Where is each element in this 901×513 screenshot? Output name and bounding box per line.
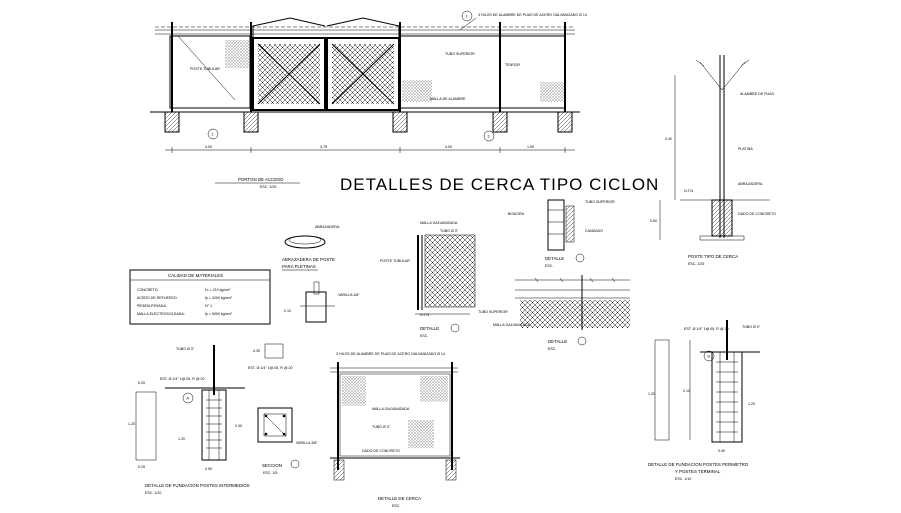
svg-text:fy = 5000 kg/cm²: fy = 5000 kg/cm² [205,312,232,316]
svg-text:ABRAZADERA: ABRAZADERA [315,225,340,229]
detalle-a-view: MALLA GALVANIZADA TUBO Ø 3" POSTE TUBULA… [380,221,476,338]
svg-text:TUBO Ø 3": TUBO Ø 3" [176,347,195,351]
svg-text:ABRAZADERA: ABRAZADERA [738,182,763,186]
svg-text:SECCION: SECCION [262,463,282,468]
detalle-b-view: BISAGRA TUBO SUPERIOR CANDADO DETALLE ES… [508,199,615,268]
svg-text:DETALLE: DETALLE [548,339,567,344]
svg-text:ESC. 1/10: ESC. 1/10 [145,491,161,495]
svg-text:POSTE TUBULAR: POSTE TUBULAR [190,67,220,71]
porton-title: PORTON DE ACCESO [238,177,284,182]
svg-text:CONCRETO:: CONCRETO: [137,288,159,292]
svg-text:POSTE TUBULAR: POSTE TUBULAR [380,259,410,263]
detalle-cerca-title: DETALLE DE CERCA [378,496,421,501]
svg-text:ESC.: ESC. [545,264,553,268]
svg-text:f'c = 210 kg/cm²: f'c = 210 kg/cm² [205,288,231,292]
svg-text:0.60: 0.60 [650,219,657,223]
svg-text:N.T.N.: N.T.N. [684,189,694,193]
svg-text:3 HILOS DE ALAMBRE DE PUAS DE: 3 HILOS DE ALAMBRE DE PUAS DE ACERO GALV… [478,13,587,17]
svg-text:TUBO SUPERIOR: TUBO SUPERIOR [478,310,508,314]
svg-text:PARA PLETINAS: PARA PLETINAS [282,264,316,269]
svg-text:N.T.N.: N.T.N. [420,313,430,317]
svg-text:MALLA GALVANIZADA: MALLA GALVANIZADA [420,221,458,225]
svg-text:3.00: 3.00 [445,145,452,149]
svg-text:PLATINA: PLATINA [738,147,753,151]
svg-text:0.25: 0.25 [138,465,145,469]
svg-text:N° 1: N° 1 [205,304,212,308]
poste-tipo-title: POSTE TIPO DE CERCA [688,254,738,259]
svg-text:TENSOR: TENSOR [505,63,520,67]
svg-text:TUBO SUPERIOR: TUBO SUPERIOR [445,52,475,56]
svg-text:ESC. 1/25: ESC. 1/25 [688,262,704,266]
pole-base-detail: VARILLA 3/8" 2.10 [284,281,360,323]
svg-text:1.20: 1.20 [648,392,655,396]
svg-text:3.00: 3.00 [205,145,212,149]
porton-elevation: 3.00 3.75 3.00 1.50 3 HILOS DE ALAMBRE D… [150,10,587,189]
svg-text:3.75: 3.75 [320,145,327,149]
svg-text:MALLA GALVANIZADA: MALLA GALVANIZADA [372,407,410,411]
svg-text:PIEDRA PESADA:: PIEDRA PESADA: [137,304,167,308]
svg-text:EST. Ø 1/4" 1@.05, R @.20: EST. Ø 1/4" 1@.05, R @.20 [248,366,293,370]
svg-text:fy = 4200 kg/cm²: fy = 4200 kg/cm² [205,296,232,300]
fundacion-intermedios-view: 1.20 0.25 0.25 A TUBO Ø 3" EST. Ø 1/4" 1… [128,343,293,495]
svg-text:0.30: 0.30 [253,349,260,353]
svg-text:ESC. 1/10: ESC. 1/10 [675,477,691,481]
svg-text:2.10: 2.10 [683,389,690,393]
svg-text:TUBO SUPERIOR: TUBO SUPERIOR [585,200,615,204]
svg-text:1.50: 1.50 [527,145,534,149]
svg-text:1.20: 1.20 [748,402,755,406]
svg-text:2.10: 2.10 [284,309,291,313]
svg-text:ESC. 1/5: ESC. 1/5 [263,471,277,475]
svg-text:1.20: 1.20 [128,422,135,426]
svg-text:ESC.: ESC. [548,347,556,351]
svg-text:1: 1 [466,15,468,19]
svg-text:EST. Ø 1/4" 1@.05, R @.20: EST. Ø 1/4" 1@.05, R @.20 [684,327,729,331]
svg-text:3: 3 [488,135,490,139]
svg-text:ALAMBRE DE PUAS: ALAMBRE DE PUAS [740,92,775,96]
svg-text:ACERO DE REFUERZO:: ACERO DE REFUERZO: [137,296,178,300]
materials-table: CALIDAD DE MATERIALES CONCRETO: f'c = 21… [129,269,271,325]
svg-text:0.40: 0.40 [718,449,725,453]
svg-text:BISAGRA: BISAGRA [508,212,525,216]
svg-text:0.25: 0.25 [138,381,145,385]
svg-text:DETALLE: DETALLE [545,256,564,261]
svg-text:ESC.: ESC. [420,334,428,338]
svg-text:DADO DE CONCRETO: DADO DE CONCRETO [362,449,400,453]
fundacion-perimetro-view: 1.20 2.10 B EST. Ø 1/4" 1@.05, R @.20 TU… [648,320,761,481]
svg-text:EST. Ø 1/4" 1@.05, R @.20: EST. Ø 1/4" 1@.05, R @.20 [160,377,205,381]
svg-text:VARILLA 3/8": VARILLA 3/8" [296,441,318,445]
svg-text:3 HILOS DE ALAMBRE DE PUAS DE: 3 HILOS DE ALAMBRE DE PUAS DE ACERO GALV… [336,352,445,356]
svg-text:CANDADO: CANDADO [585,229,603,233]
svg-text:TUBO Ø 3": TUBO Ø 3" [440,229,459,233]
svg-text:0.40: 0.40 [665,137,672,141]
seccion-view: 0.30 VARILLA 3/8" SECCION ESC. 1/5 [235,407,318,475]
fundacion-perimetro-title: DETALLE DE FUNDACION POSTES PERIMETRO [648,462,749,467]
main-title: DETALLES DE CERCA TIPO CICLON [340,175,659,194]
svg-text:2: 2 [212,133,214,137]
svg-text:1.20: 1.20 [178,437,185,441]
materials-table-title: CALIDAD DE MATERIALES [168,273,223,278]
svg-text:DADO DE CONCRETO: DADO DE CONCRETO [738,212,776,216]
svg-text:MALLA DE ALAMBRE: MALLA DE ALAMBRE [430,97,466,101]
abrazadera-view: ABRAZADERA ABRAZADERA DE POSTE PARA PLET… [282,225,340,271]
svg-text:TUBO Ø 3": TUBO Ø 3" [742,325,761,329]
svg-text:0.30: 0.30 [235,424,242,428]
poste-tipo-view: ALAMBRE DE PUAS PLATINA ABRAZADERA DADO … [650,55,776,266]
svg-text:0.50: 0.50 [205,467,212,471]
svg-text:A: A [187,397,190,401]
svg-text:MALLA GALVANIZADA: MALLA GALVANIZADA [493,323,531,327]
svg-text:ABRAZADERA DE POSTE: ABRAZADERA DE POSTE [282,257,335,262]
svg-text:B: B [708,355,711,359]
svg-text:Y POSTES TERMINAL: Y POSTES TERMINAL [675,469,721,474]
svg-text:DETALLE: DETALLE [420,326,439,331]
svg-text:MALLA ELECTROSOLDADA:: MALLA ELECTROSOLDADA: [137,312,185,316]
svg-text:TUBO Ø 3": TUBO Ø 3" [372,425,391,429]
svg-text:VARILLA 3/8": VARILLA 3/8" [338,293,360,297]
fundacion-intermedios-title: DETALLE DE FUNDACION POSTES INTERMEDIOS [145,483,250,488]
svg-text:ESC.: ESC. [392,504,400,508]
detalle-c-view: TUBO SUPERIOR MALLA GALVANIZADA DETALLE … [478,275,630,351]
svg-text:ESC. 1/25: ESC. 1/25 [260,185,276,189]
detalle-cerca-view: 3 HILOS DE ALAMBRE DE PUAS DE ACERO GALV… [330,352,460,508]
